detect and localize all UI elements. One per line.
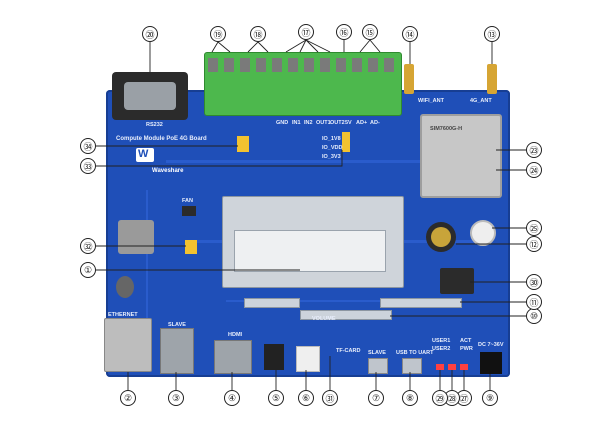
buzzer	[470, 220, 496, 246]
slave2-label: SLAVE	[368, 350, 386, 356]
hdmi-port	[214, 340, 252, 374]
ethernet-jack	[104, 318, 152, 372]
callout-15: ⑮	[362, 24, 378, 40]
callout-24: ㉔	[526, 162, 542, 178]
led-2	[448, 364, 456, 370]
waveshare-logo	[136, 148, 154, 162]
usb-to-uart-label: USB TO UART	[396, 350, 434, 356]
in1-label: IN1	[292, 120, 301, 126]
fpc-connector-11	[380, 298, 462, 308]
hdmi-label: HDMI	[228, 332, 243, 338]
rtc-battery	[431, 227, 451, 247]
micro-usb-slave	[368, 358, 388, 374]
slave-label: SLAVE	[168, 322, 186, 328]
led-1	[436, 364, 444, 370]
usb-to-uart-port	[402, 358, 422, 374]
callout-13: ⑬	[484, 26, 500, 42]
transformer	[118, 220, 154, 254]
callout-19: ⑲	[210, 26, 226, 42]
dc-jack	[480, 352, 502, 374]
callout-25: ㉕	[526, 220, 542, 236]
gnd-label: GND	[276, 120, 289, 126]
in2-label: IN2	[304, 120, 313, 126]
callout-12: ⑫	[526, 236, 542, 252]
4g-module	[420, 114, 502, 198]
wifi-antenna-connector	[404, 64, 414, 94]
volume-label: VOLUME	[312, 316, 336, 322]
callout-18: ⑱	[250, 26, 266, 42]
user1-label: USER1	[432, 338, 451, 344]
wifi-ant-label: WIFI_ANT	[418, 98, 444, 104]
callout-23: ㉓	[526, 142, 542, 158]
callout-11: ⑪	[526, 294, 542, 310]
callout-34: ㉞	[80, 138, 96, 154]
act-label: ACT	[460, 338, 472, 344]
callout-30: ㉚	[526, 274, 542, 290]
jumper-yellow-33	[342, 132, 350, 152]
usb-slave-port	[160, 328, 194, 374]
jumper-yellow-34	[237, 136, 249, 152]
4g-antenna-connector	[487, 64, 497, 94]
callout-1: ①	[80, 262, 96, 278]
callout-29: ㉙	[432, 390, 448, 406]
brand-label: Waveshare	[152, 168, 184, 174]
5v-label: 5V	[345, 120, 352, 126]
callout-32: ㉜	[80, 238, 96, 254]
callout-33: ㉝	[80, 158, 96, 174]
led-3	[460, 364, 468, 370]
callout-31: ㉛	[322, 390, 338, 406]
callout-5: ⑤	[268, 390, 284, 406]
io-3v3-label: IO_3V3	[322, 154, 341, 160]
user2-label: USER2	[432, 346, 451, 352]
ethernet-label: ETHERNET	[108, 312, 138, 318]
callout-8: ⑧	[402, 390, 418, 406]
callout-10: ⑩	[526, 308, 542, 324]
callout-14: ⑭	[402, 26, 418, 42]
out1-label: OUT1	[316, 120, 331, 126]
4g-ant-label: 4G_ANT	[470, 98, 492, 104]
fan-connector	[296, 346, 320, 372]
callout-16: ⑯	[336, 24, 352, 40]
callout-20: ⑳	[142, 26, 158, 42]
callout-7: ⑦	[368, 390, 384, 406]
audio-jack	[264, 344, 284, 370]
board-title: Compute Module PoE 4G Board	[116, 136, 207, 142]
callout-27: ㉗	[456, 390, 472, 406]
out2-label: OUT2	[330, 120, 345, 126]
tf-card-label: TF-CARD	[336, 348, 361, 354]
pwr-label: PWR	[460, 346, 473, 352]
ad-plus-label: AD+	[356, 120, 368, 126]
callout-2: ②	[120, 390, 136, 406]
fan-header	[182, 206, 196, 216]
io-vdd-label: IO_VDD	[322, 145, 343, 151]
ad-minus-label: AD-	[370, 120, 380, 126]
fan-label: FAN	[182, 198, 193, 204]
rs232-label: RS232	[146, 122, 163, 128]
callout-3: ③	[168, 390, 184, 406]
nano-sim-slot	[440, 268, 474, 294]
fpc-connector-left	[244, 298, 300, 308]
jumper-yellow-32	[185, 240, 197, 254]
io-1v8-label: IO_1V8	[322, 136, 341, 142]
module-label: SIM7600G-H	[430, 126, 463, 132]
dc-label: DC 7~36V	[478, 342, 504, 348]
callout-6: ⑥	[298, 390, 314, 406]
fpc-connector-10	[300, 310, 392, 320]
callout-4: ④	[224, 390, 240, 406]
capacitor-left	[116, 276, 134, 298]
rs232-shell	[124, 82, 176, 110]
callout-9: ⑨	[482, 390, 498, 406]
callout-17: ⑰	[298, 24, 314, 40]
so-dimm-slot	[234, 230, 386, 272]
terminal-screws	[208, 58, 396, 72]
